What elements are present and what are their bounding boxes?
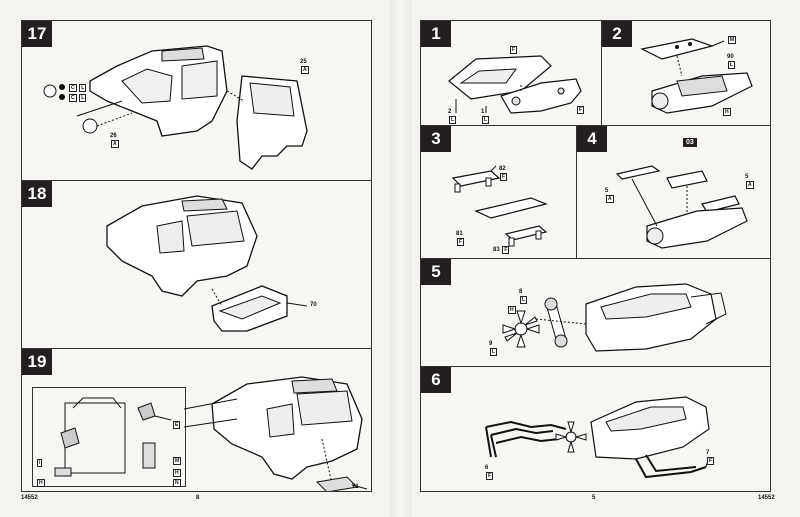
color-code-box: L (490, 348, 498, 356)
step-6-exhaust-headers-drawing (485, 396, 710, 479)
step-number: 2 (602, 21, 632, 47)
left-page-number: 8 (196, 495, 200, 501)
part-label: 2 (448, 109, 452, 115)
step-3-engine-mount-drawing (451, 165, 548, 247)
color-code-box: F (577, 106, 585, 114)
column-divider (601, 21, 602, 126)
step-number: 18 (22, 181, 52, 207)
step-number: 1 (421, 21, 451, 47)
color-code-box: M (173, 457, 182, 465)
step-number: 5 (421, 259, 451, 285)
part-label: 8 (519, 289, 523, 295)
color-code-box: A (746, 181, 754, 189)
color-code-box: H (508, 306, 516, 314)
color-code-box: C (69, 94, 77, 102)
step-17-truck-cab-drawing (43, 45, 308, 170)
part-label: 1 (481, 109, 485, 115)
step-2-intake-drawing (640, 38, 753, 114)
color-code-box: L (482, 116, 490, 124)
color-code-box: I (37, 459, 43, 467)
part-label: 71 (352, 484, 359, 490)
color-code-box: H (723, 108, 731, 116)
color-code-box: F (502, 246, 510, 254)
color-code-box: F (500, 173, 508, 181)
step-number: 4 (577, 126, 607, 152)
left-footer-code: 14552 (21, 495, 38, 501)
part-label: 82 (499, 166, 506, 172)
step-18-panel: 18 70 (22, 181, 371, 349)
color-code-box: A (301, 66, 309, 74)
right-page-number: 5 (592, 495, 596, 501)
step-5-engine-fan-drawing (502, 283, 727, 352)
color-code-box: F (707, 457, 715, 465)
part-label: 70 (310, 302, 317, 308)
decal-tag: 03 (683, 138, 697, 147)
step-number: 6 (421, 367, 451, 393)
color-code-box: L (520, 296, 528, 304)
color-code-box: F (457, 238, 465, 246)
color-code-box: L (79, 94, 87, 102)
interior-detail-drawing (54, 397, 172, 477)
color-code-box: H (173, 469, 181, 477)
column-divider (576, 126, 577, 259)
step-4-valve-cover-drawing (615, 165, 748, 249)
step-19-panel: 19 71 E I H M H (22, 349, 371, 491)
interior-detail-inset (32, 387, 186, 487)
color-code-box: L (79, 84, 87, 92)
right-footer-code: 14552 (758, 495, 775, 501)
color-code-box: L (449, 116, 457, 124)
step-number: 17 (22, 21, 52, 47)
color-code-box: A (606, 195, 614, 203)
color-code-box: N (173, 479, 181, 487)
step-18-cab-interior-drawing (106, 195, 308, 332)
color-code-box: H (37, 479, 45, 487)
color-code-box: E (173, 421, 181, 429)
step-1-engine-block-drawing (448, 55, 582, 114)
part-label: 81 (456, 231, 463, 237)
part-label: 26 (110, 133, 117, 139)
color-code-box: F (486, 472, 494, 480)
part-label: 6 (485, 465, 489, 471)
part-label: 5 (745, 174, 749, 180)
step-number: 19 (22, 349, 52, 375)
color-code-box: A (111, 140, 119, 148)
part-label: 7 (706, 450, 710, 456)
color-code-box: C (69, 84, 77, 92)
color-code-box: M (728, 36, 737, 44)
part-label: 9 (489, 341, 493, 347)
part-label: 5 (605, 188, 609, 194)
part-label: 25 (300, 59, 307, 65)
part-label: 90 (727, 54, 734, 60)
step-number: 3 (421, 126, 451, 152)
part-label: 83 (493, 247, 500, 253)
book-gutter (390, 0, 412, 517)
color-code-box: L (728, 61, 736, 69)
color-code-box: F (510, 46, 518, 54)
